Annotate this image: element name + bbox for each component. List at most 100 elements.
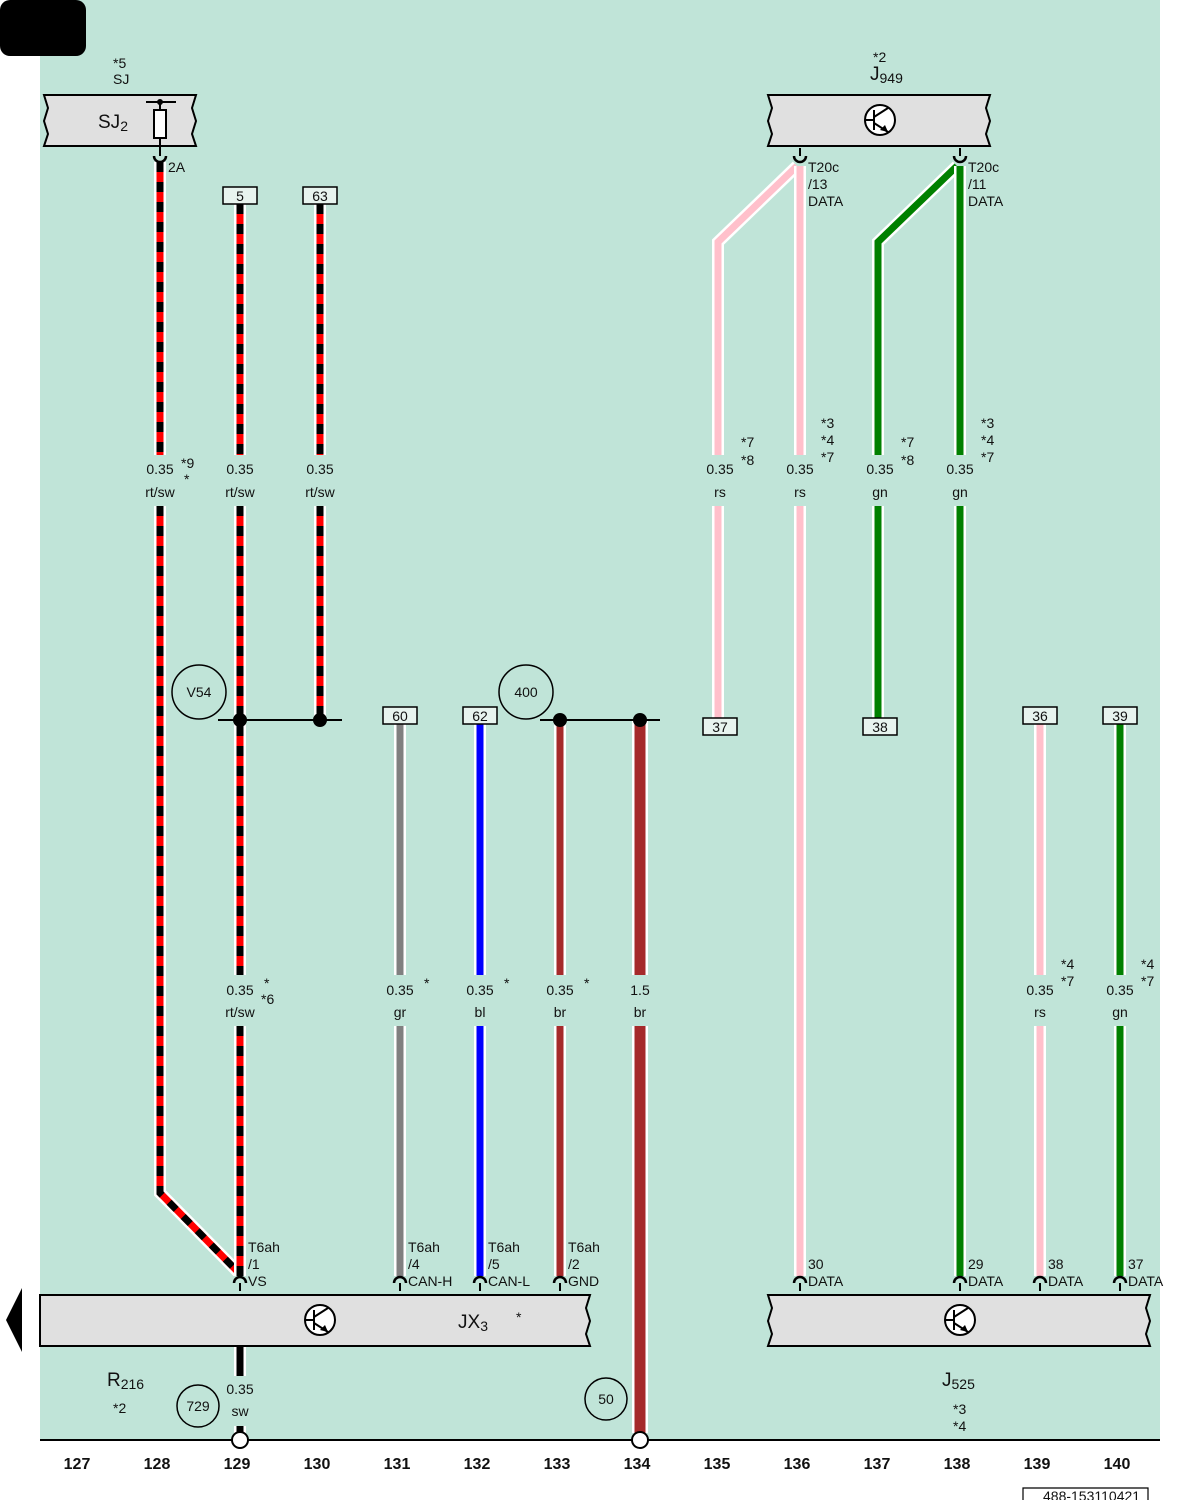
svg-text:T20c: T20c <box>968 159 999 175</box>
circle-400[interactable]: 400 <box>498 664 554 720</box>
footer-code: 488-153110421 <box>1022 1487 1149 1500</box>
sj-note-2: SJ <box>113 71 129 87</box>
svg-text:*: * <box>504 975 510 991</box>
ref-box-36[interactable]: 36 <box>1022 706 1058 725</box>
svg-text:36: 36 <box>1032 708 1048 724</box>
wire-label: 0.35 bl * <box>466 975 510 1020</box>
column-number: 131 <box>384 1456 411 1473</box>
wire-label: 0.35 rs *7 *8 <box>706 434 754 500</box>
wire-label: 0.35 rt/sw <box>225 461 255 500</box>
ref-box-60[interactable]: 60 <box>382 706 418 725</box>
svg-text:rt/sw: rt/sw <box>225 484 255 500</box>
j525-note-1: *3 <box>953 1401 966 1417</box>
svg-text:sw: sw <box>231 1403 249 1419</box>
svg-text:0.35: 0.35 <box>226 982 253 998</box>
svg-text:0.35: 0.35 <box>546 982 573 998</box>
transistor-icon <box>304 1304 336 1336</box>
component-jx3[interactable]: JX3 * <box>39 1294 592 1347</box>
connector-pin-icon <box>152 155 168 164</box>
fuse-icon <box>146 99 176 156</box>
wire-135-rs[interactable] <box>714 163 800 718</box>
svg-text:63: 63 <box>312 188 328 204</box>
svg-text:*8: *8 <box>901 452 914 468</box>
ref-box-63[interactable]: 63 <box>302 186 338 205</box>
ref-box-5[interactable]: 5 <box>222 186 258 205</box>
ref-box-38[interactable]: 38 <box>862 717 898 736</box>
j525-name: J525 <box>942 1370 975 1392</box>
svg-text:br: br <box>554 1004 567 1020</box>
svg-text:/4: /4 <box>408 1256 420 1272</box>
ref-box-37[interactable]: 37 <box>702 717 738 736</box>
component-sj[interactable]: SJ2 *5 SJ <box>42 55 198 156</box>
page-tab[interactable] <box>0 0 86 56</box>
svg-text:0.35: 0.35 <box>866 461 893 477</box>
column-number: 139 <box>1024 1456 1051 1473</box>
svg-text:T6ah: T6ah <box>568 1239 600 1255</box>
svg-text:*4: *4 <box>821 432 834 448</box>
junction-dot <box>233 713 247 727</box>
svg-text:rt/sw: rt/sw <box>225 1004 255 1020</box>
svg-text:rs: rs <box>714 484 726 500</box>
svg-text:729: 729 <box>186 1398 210 1414</box>
svg-text:DATA: DATA <box>968 1273 1004 1289</box>
svg-text:*: * <box>584 975 590 991</box>
ref-box-62[interactable]: 62 <box>462 706 498 725</box>
svg-text:*4: *4 <box>981 432 994 448</box>
svg-text:/5: /5 <box>488 1256 500 1272</box>
svg-text:*7: *7 <box>901 434 914 450</box>
svg-text:V54: V54 <box>187 684 212 700</box>
wire-layer <box>154 161 1126 1433</box>
wire-label: 0.35 rt/sw * *6 <box>225 975 274 1020</box>
svg-text:0.35: 0.35 <box>706 461 733 477</box>
svg-text:*7: *7 <box>821 449 834 465</box>
component-j949[interactable]: *2 J949 <box>766 49 992 147</box>
circle-729[interactable]: 729 <box>176 1384 220 1428</box>
svg-text:DATA: DATA <box>1048 1273 1084 1289</box>
column-number: 133 <box>544 1456 571 1473</box>
ref-box-39[interactable]: 39 <box>1102 706 1138 725</box>
wire-stripe <box>156 162 241 1275</box>
svg-text:*7: *7 <box>1141 973 1154 989</box>
svg-text:0.35: 0.35 <box>146 461 173 477</box>
ground-terminal-129 <box>231 1431 249 1449</box>
sj-note-1: *5 <box>113 55 126 71</box>
wire-label: 0.35 gn *3 *4 *7 <box>946 415 994 500</box>
column-number: 130 <box>304 1456 331 1473</box>
svg-text:gn: gn <box>872 484 888 500</box>
circle-50[interactable]: 50 <box>584 1377 628 1421</box>
svg-text:0.35: 0.35 <box>226 461 253 477</box>
r216-name: R216 <box>107 1370 144 1392</box>
svg-text:*9: *9 <box>181 455 194 471</box>
column-number: 138 <box>944 1456 971 1473</box>
svg-text:0.35: 0.35 <box>306 461 333 477</box>
connector-j525-30: 30 DATA <box>808 1256 844 1289</box>
wire-137-gn[interactable] <box>874 163 960 718</box>
svg-text:*7: *7 <box>1061 973 1074 989</box>
svg-text:rt/sw: rt/sw <box>145 484 175 500</box>
svg-text:rs: rs <box>1034 1004 1046 1020</box>
svg-text:*4: *4 <box>1141 956 1154 972</box>
column-number: 137 <box>864 1456 891 1473</box>
junction-dot <box>313 713 327 727</box>
column-number: 127 <box>64 1456 91 1473</box>
page-back-arrow-icon[interactable] <box>6 1288 22 1352</box>
svg-text:*: * <box>264 975 270 991</box>
connector-pin-icon <box>952 155 968 164</box>
wire-label: 0.35 rs *3 *4 *7 <box>786 415 834 500</box>
wire-label: 1.5 br <box>630 982 650 1020</box>
sj-name: SJ2 <box>98 112 128 134</box>
svg-text:T20c: T20c <box>808 159 839 175</box>
connector-t6ah-2: T6ah /2 GND <box>568 1239 600 1289</box>
component-j525[interactable]: J525 *3 *4 <box>766 1294 1152 1434</box>
sj-pin-label: 2A <box>168 159 186 175</box>
connector-pin-icon <box>792 155 808 164</box>
column-number: 135 <box>704 1456 731 1473</box>
svg-text:*3: *3 <box>821 415 834 431</box>
column-number: 140 <box>1104 1456 1131 1473</box>
svg-text:CAN-L: CAN-L <box>488 1273 530 1289</box>
svg-text:400: 400 <box>514 684 538 700</box>
svg-text:60: 60 <box>392 708 408 724</box>
circle-v54[interactable]: V54 <box>171 664 227 720</box>
